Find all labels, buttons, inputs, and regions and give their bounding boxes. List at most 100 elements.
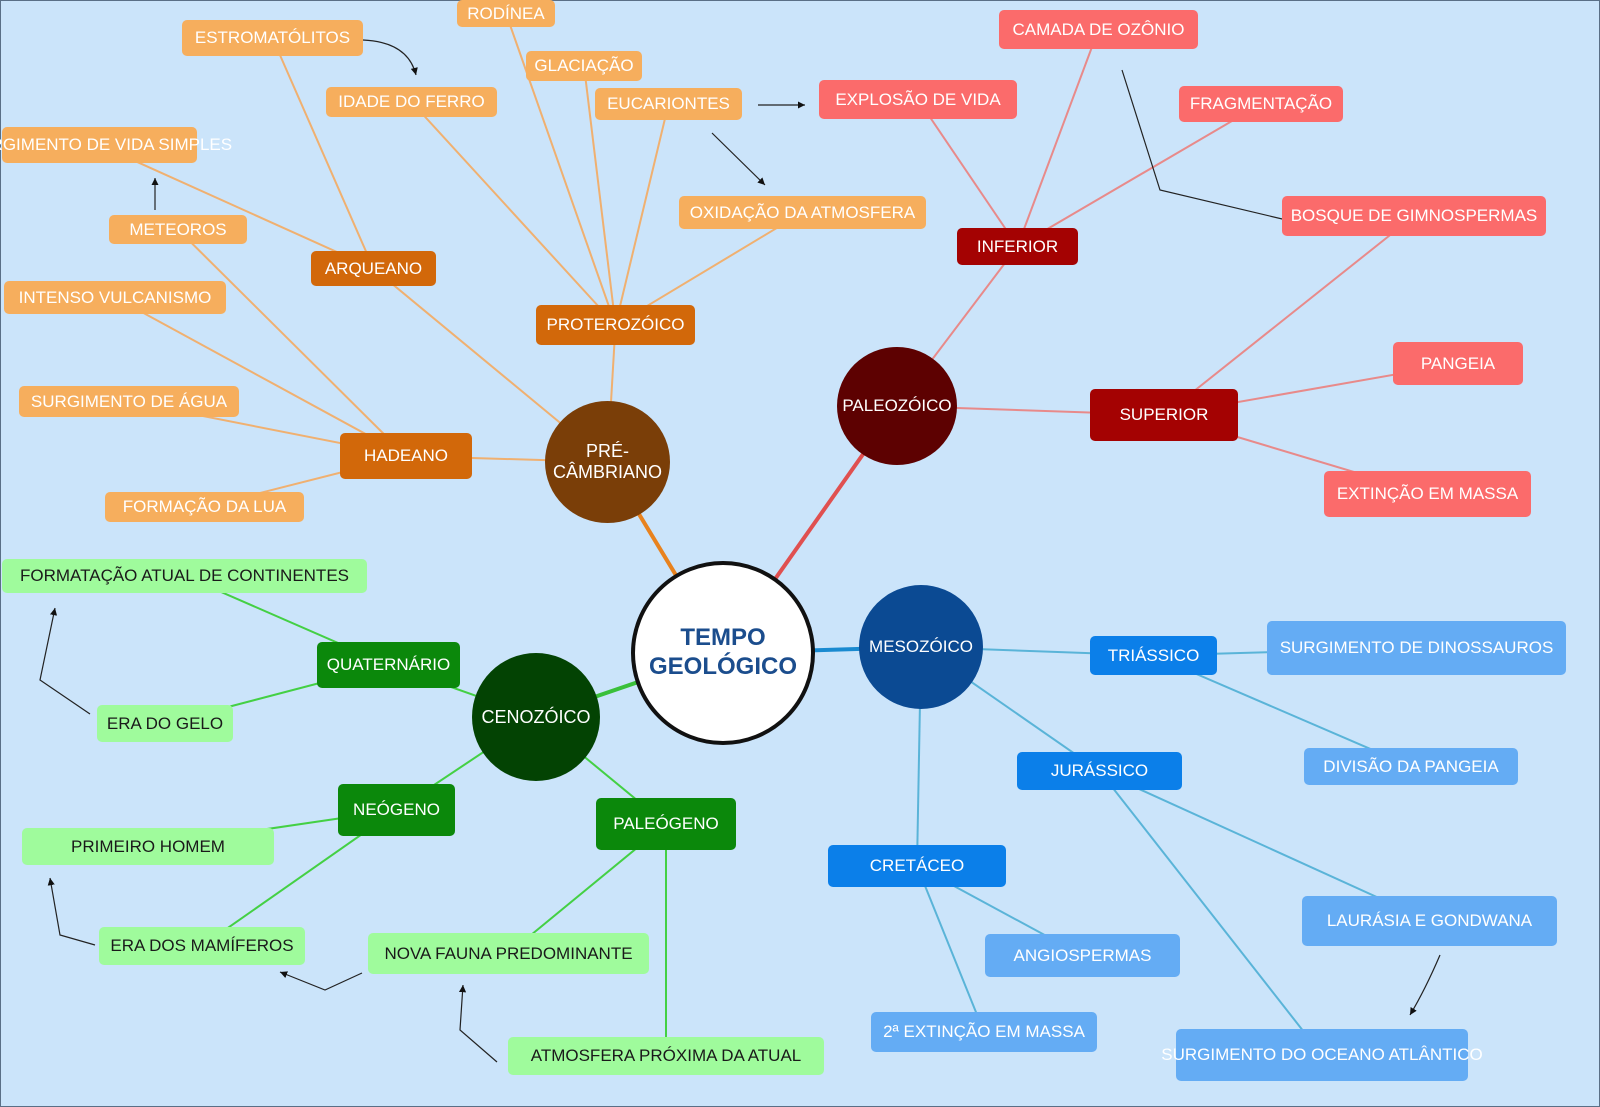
node-proterozoico[interactable]: PROTEROZÓICO <box>536 305 695 345</box>
link-proterozoico-idade_ferro <box>410 101 617 326</box>
link-cretaceo-extincao2 <box>916 865 985 1033</box>
node-glaciacao[interactable]: GLACIAÇÃO <box>526 51 642 81</box>
link-arqueano-vida_simples <box>99 144 374 270</box>
link-inferior-fragmentacao <box>1016 103 1262 248</box>
node-estromatolitos[interactable]: ESTROMATÓLITOS <box>182 20 363 56</box>
node-label: IDADE DO FERRO <box>338 92 485 112</box>
node-ozonio[interactable]: CAMADA DE OZÔNIO <box>999 10 1198 49</box>
link-arqueano-estromatolitos <box>271 37 375 269</box>
node-superior[interactable]: SUPERIOR <box>1090 389 1238 441</box>
node-vulcanismo[interactable]: INTENSO VULCANISMO <box>4 281 226 314</box>
node-label: ESTROMATÓLITOS <box>194 28 351 48</box>
node-hadeano[interactable]: HADEANO <box>340 433 472 479</box>
node-center[interactable]: TEMPO GEOLÓGICO <box>631 561 815 745</box>
node-label: EXTINÇÃO EM MASSA <box>1336 484 1519 504</box>
node-label: PROTEROZÓICO <box>546 315 685 335</box>
node-divisao-pangeia[interactable]: DIVISÃO DA PANGEIA <box>1304 748 1518 785</box>
node-label: LAURÁSIA E GONDWANA <box>1326 911 1533 931</box>
link-proterozoico-glaciacao <box>583 65 617 326</box>
node-rodinea[interactable]: RODÍNEA <box>457 0 555 27</box>
node-extincao2[interactable]: 2ª EXTINÇÃO EM MASSA <box>871 1012 1097 1052</box>
node-label: ANGIOSPERMAS <box>1013 945 1152 965</box>
node-label: NOVA FAUNA PREDOMINANTE <box>384 943 633 963</box>
node-oxidacao[interactable]: OXIDAÇÃO DA ATMOSFERA <box>679 196 926 229</box>
node-label: METEOROS <box>129 219 227 239</box>
link-inferior-explosao <box>917 98 1019 248</box>
node-laurasia[interactable]: LAURÁSIA E GONDWANA <box>1302 896 1557 946</box>
node-agua[interactable]: SURGIMENTO DE ÁGUA <box>19 386 239 417</box>
node-label: PALEOZÓICO <box>842 396 952 416</box>
node-fragmentacao[interactable]: FRAGMENTAÇÃO <box>1179 86 1343 122</box>
node-continentes[interactable]: FORMATAÇÃO ATUAL DE CONTINENTES <box>2 559 367 593</box>
node-label: SURGIMENTO DE DINOSSAUROS <box>1279 638 1554 658</box>
node-era-gelo[interactable]: ERA DO GELO <box>97 705 233 742</box>
node-pangeia[interactable]: PANGEIA <box>1393 342 1523 385</box>
node-meteoros[interactable]: METEOROS <box>109 215 247 244</box>
node-label: ERA DO GELO <box>106 713 224 733</box>
node-jurassico[interactable]: JURÁSSICO <box>1017 752 1182 790</box>
node-label: ERA DOS MAMÍFEROS <box>110 936 294 956</box>
node-label: QUATERNÁRIO <box>326 655 451 675</box>
node-label: FORMAÇÃO DA LUA <box>122 497 287 517</box>
node-extincao[interactable]: EXTINÇÃO EM MASSA <box>1324 471 1531 517</box>
node-quaternario[interactable]: QUATERNÁRIO <box>317 642 460 688</box>
node-mesozoico[interactable]: MESOZÓICO <box>859 585 983 709</box>
node-vida-simples[interactable]: SURGIMENTO DE VIDA SIMPLES <box>0 127 232 163</box>
node-label: CRETÁCEO <box>869 856 965 876</box>
node-paleozoico[interactable]: PALEOZÓICO <box>837 347 957 465</box>
node-gimnospermas[interactable]: BOSQUE DE GIMNOSPERMAS <box>1282 196 1546 236</box>
link-inferior-ozonio <box>1016 29 1100 247</box>
node-cenozoico[interactable]: CENOZÓICO <box>472 653 600 781</box>
node-nova-fauna[interactable]: NOVA FAUNA PREDOMINANTE <box>368 933 649 974</box>
arrow-connector <box>1409 954 1441 1016</box>
node-label: FORMATAÇÃO ATUAL DE CONTINENTES <box>19 566 349 586</box>
node-eucariontes[interactable]: EUCARIONTES <box>595 88 742 120</box>
node-label: TRIÁSSICO <box>1107 645 1200 665</box>
node-atlantico[interactable]: SURGIMENTO DO OCEANO ATLÂNTICO <box>1161 1029 1483 1081</box>
node-label: SURGIMENTO DE ÁGUA <box>30 391 228 411</box>
arrow-connector <box>362 39 418 76</box>
link-proterozoico-rodinea <box>505 13 617 326</box>
arrow-connector <box>458 984 498 1063</box>
node-mamiferos[interactable]: ERA DOS MAMÍFEROS <box>99 927 305 965</box>
node-label: FRAGMENTAÇÃO <box>1189 94 1333 114</box>
node-label: TEMPO GEOLÓGICO <box>648 624 797 680</box>
node-idade-ferro[interactable]: IDADE DO FERRO <box>326 87 497 117</box>
node-precambriano[interactable]: PRÉ-CÂMBRIANO <box>545 401 670 523</box>
node-angiospermas[interactable]: ANGIOSPERMAS <box>985 934 1180 977</box>
arrow-connector <box>279 971 363 991</box>
node-label: OXIDAÇÃO DA ATMOSFERA <box>689 202 916 222</box>
node-label: ATMOSFERA PRÓXIMA DA ATUAL <box>530 1046 802 1066</box>
node-paleogeno[interactable]: PALEÓGENO <box>596 798 736 850</box>
node-label: MESOZÓICO <box>869 637 973 657</box>
link-hadeano-vulcanismo <box>114 296 407 457</box>
node-label: HADEANO <box>363 446 449 466</box>
arrow-connector <box>39 607 91 715</box>
node-atmosfera-atual[interactable]: ATMOSFERA PRÓXIMA DA ATUAL <box>508 1037 824 1075</box>
node-label: PRÉ-CÂMBRIANO <box>553 441 663 482</box>
link-jurassico-atlantico <box>1098 770 1323 1056</box>
node-label: SUPERIOR <box>1119 405 1209 425</box>
node-label: EXPLOSÃO DE VIDA <box>835 89 1001 109</box>
node-explosao[interactable]: EXPLOSÃO DE VIDA <box>819 80 1017 119</box>
node-arqueano[interactable]: ARQUEANO <box>311 251 436 286</box>
node-label: INTENSO VULCANISMO <box>18 287 212 307</box>
link-proterozoico-eucariontes <box>614 103 670 326</box>
node-label: CAMADA DE OZÔNIO <box>1012 19 1185 39</box>
link-superior-gimnospermas <box>1163 215 1415 416</box>
node-dinossauros[interactable]: SURGIMENTO DE DINOSSAUROS <box>1267 621 1566 675</box>
node-neogeno[interactable]: NEÓGENO <box>338 784 455 836</box>
node-inferior[interactable]: INFERIOR <box>957 228 1078 265</box>
node-lua[interactable]: FORMAÇÃO DA LUA <box>105 492 304 522</box>
node-cretaceo[interactable]: CRETÁCEO <box>828 845 1006 887</box>
node-primeiro-homem[interactable]: PRIMEIRO HOMEM <box>22 828 274 865</box>
node-label: PANGEIA <box>1420 353 1496 373</box>
node-triassico[interactable]: TRIÁSSICO <box>1090 636 1217 675</box>
node-label: JURÁSSICO <box>1050 761 1149 781</box>
arrow-connector <box>711 132 766 186</box>
node-label: ARQUEANO <box>324 258 423 278</box>
node-label: PRIMEIRO HOMEM <box>71 836 225 856</box>
arrow-connector <box>1121 69 1296 224</box>
node-label: GLACIAÇÃO <box>534 56 634 76</box>
link-hadeano-meteoros <box>177 228 407 457</box>
